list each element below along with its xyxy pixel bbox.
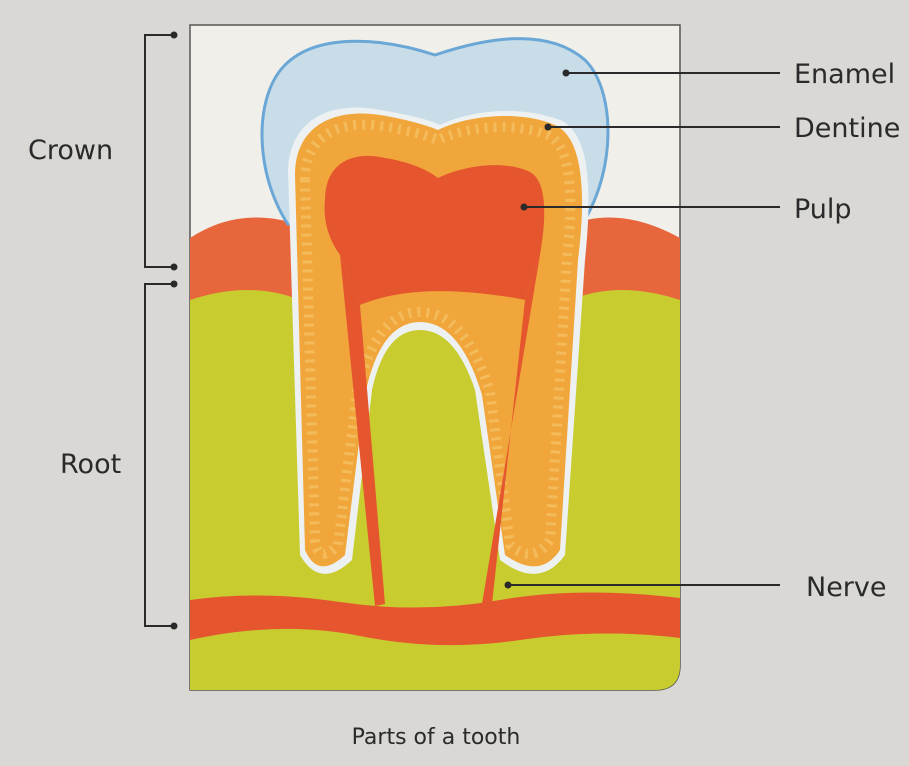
label-dentine: Dentine (794, 113, 900, 144)
bone-between-roots (400, 345, 478, 520)
pulp-chamber (324, 155, 545, 305)
root-canal-left (340, 255, 385, 606)
label-nerve: Nerve (806, 572, 887, 603)
label-enamel: Enamel (794, 59, 895, 90)
root-bracket (144, 283, 174, 627)
root-canal-right (482, 255, 540, 604)
crown-bracket (144, 34, 174, 268)
figure-caption: Parts of a tooth (352, 725, 521, 750)
label-pulp: Pulp (794, 194, 852, 225)
nerve-band (190, 592, 680, 646)
label-crown: Crown (28, 135, 113, 166)
label-root: Root (60, 449, 121, 480)
